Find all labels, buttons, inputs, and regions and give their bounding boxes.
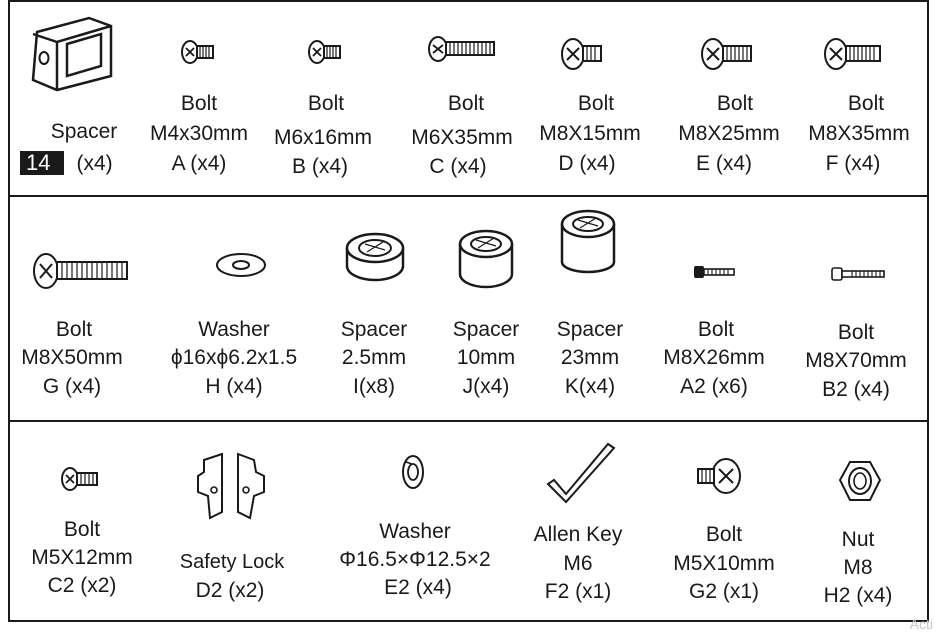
bolt-g2-code: G2 (x1) <box>688 580 760 603</box>
spacer-14-name: Spacer <box>50 120 118 143</box>
spacer-i-icon <box>343 228 407 284</box>
bolt-a-code: A (x4) <box>171 152 227 175</box>
bolt-e-size: M8X25mm <box>678 122 780 145</box>
bolt-g-type: Bolt <box>55 318 93 341</box>
washer-e2-type: Washer <box>379 520 451 543</box>
bolt-f-size: M8X35mm <box>808 122 910 145</box>
spacer-i-size: 2.5mm <box>341 346 407 369</box>
bolt-a2-code: A2 (x6) <box>680 375 748 398</box>
spacer-j-code: J(x4) <box>462 375 510 398</box>
washer-h-icon <box>214 250 268 280</box>
bolt-g-icon <box>32 250 130 292</box>
bolt-a-icon <box>178 38 218 66</box>
allen-key-f2-code: F2 (x1) <box>544 580 612 603</box>
part-number-badge: 14 <box>20 151 65 175</box>
bolt-f-type: Bolt <box>847 92 885 115</box>
washer-h-size: ϕ16xϕ6.2x1.5 <box>170 346 298 369</box>
bolt-g2-icon <box>696 456 744 496</box>
allen-key-f2-type: Allen Key <box>533 523 623 546</box>
bolt-c-size: M6X35mm <box>411 126 513 149</box>
bolt-a-type: Bolt <box>180 92 218 115</box>
bolt-c2-icon <box>60 464 100 494</box>
bolt-b-size: M6x16mm <box>273 126 373 149</box>
bolt-b2-size: M8X70mm <box>805 349 907 372</box>
spacer-14-badge-row: 14 (x4) <box>20 150 113 178</box>
washer-e2-size: Φ16.5×Φ12.5×2 <box>339 548 491 571</box>
bolt-c-type: Bolt <box>447 92 485 115</box>
nut-h2-icon <box>838 458 882 504</box>
bolt-d-icon <box>560 36 604 72</box>
spacer-k-size: 23mm <box>560 346 620 369</box>
spacer-k-icon <box>558 206 618 274</box>
washer-h-code: H (x4) <box>205 375 263 398</box>
bolt-c2-type: Bolt <box>63 518 101 541</box>
bolt-b-icon <box>305 38 345 66</box>
bolt-b2-code: B2 (x4) <box>822 378 890 401</box>
bolt-b2-icon <box>830 264 886 284</box>
bolt-a2-icon <box>692 262 736 282</box>
washer-h-type: Washer <box>198 318 270 341</box>
bolt-e-code: E (x4) <box>695 152 753 175</box>
bolt-g-code: G (x4) <box>42 375 102 398</box>
bolt-a2-type: Bolt <box>697 318 735 341</box>
bolt-f-icon <box>823 36 883 72</box>
bolt-g-size: M8X50mm <box>21 346 123 369</box>
spacer-14-icon <box>26 10 116 92</box>
washer-e2-code: E2 (x4) <box>384 576 452 599</box>
row-divider-2 <box>8 420 929 422</box>
safety-lock-d2-code: D2 (x2) <box>195 579 265 602</box>
bolt-c-code: C (x4) <box>429 155 487 178</box>
allen-key-f2-size: M6 <box>563 552 593 575</box>
nut-h2-size: M8 <box>843 556 873 579</box>
bolt-a-size: M4x30mm <box>149 122 249 145</box>
spacer-j-size: 10mm <box>456 346 516 369</box>
nut-h2-type: Nut <box>841 528 875 551</box>
spacer-j-type: Spacer <box>452 318 520 341</box>
bolt-f-code: F (x4) <box>825 152 881 175</box>
bolt-c2-code: C2 (x2) <box>47 574 117 597</box>
bolt-e-icon <box>700 36 754 72</box>
spacer-14-qty: (x4) <box>76 152 113 175</box>
bolt-b2-type: Bolt <box>837 321 875 344</box>
nut-h2-code: H2 (x4) <box>823 584 893 607</box>
bolt-c2-size: M5X12mm <box>31 546 133 569</box>
bolt-d-type: Bolt <box>577 92 615 115</box>
spacer-k-type: Spacer <box>556 318 624 341</box>
washer-e2-icon <box>398 452 428 492</box>
bolt-g2-type: Bolt <box>705 523 743 546</box>
spacer-j-icon <box>456 226 516 292</box>
spacer-i-type: Spacer <box>340 318 408 341</box>
spacer-i-code: I(x8) <box>353 375 395 398</box>
bolt-g2-size: M5X10mm <box>673 552 775 575</box>
bolt-b-type: Bolt <box>307 92 345 115</box>
bolt-e-type: Bolt <box>716 92 754 115</box>
bolt-b-code: B (x4) <box>291 155 349 178</box>
safety-lock-d2-type: Safety Lock <box>179 551 285 573</box>
bolt-d-size: M8X15mm <box>539 122 641 145</box>
safety-lock-d2-icon <box>184 450 276 522</box>
bolt-d-code: D (x4) <box>558 152 616 175</box>
parts-list-frame <box>8 0 929 622</box>
bolt-c-icon <box>426 34 498 64</box>
row-divider-1 <box>8 195 929 197</box>
spacer-k-code: K(x4) <box>564 375 616 398</box>
allen-key-f2-icon <box>544 442 618 508</box>
bolt-a2-size: M8X26mm <box>663 346 765 369</box>
watermark-text: Acti <box>909 616 933 632</box>
